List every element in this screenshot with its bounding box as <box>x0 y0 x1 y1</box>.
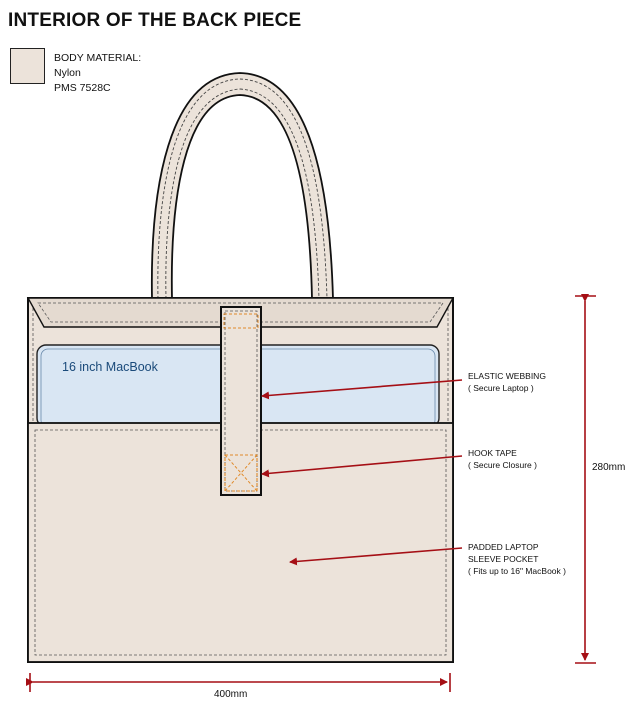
callout-elastic-webbing: ELASTIC WEBBING ( Secure Laptop ) <box>468 370 546 394</box>
callout-elastic-note: ( Secure Laptop ) <box>468 383 534 393</box>
width-label: 400mm <box>214 689 248 700</box>
pocket-arrow <box>289 547 463 566</box>
width-dimension <box>26 673 451 692</box>
height-label: 280mm <box>592 462 626 473</box>
material-heading: BODY MATERIAL: <box>54 52 142 64</box>
page-title: INTERIOR OF THE BACK PIECE <box>8 10 302 31</box>
material-legend: BODY MATERIAL: Nylon PMS 7528C <box>54 51 141 96</box>
elastic-webbing-strap <box>220 306 262 496</box>
callout-pocket-note: ( Fits up to 16" MacBook ) <box>468 566 566 576</box>
material-swatch <box>10 48 45 84</box>
elastic-arrow <box>261 379 463 400</box>
callout-pocket-title-1: PADDED LAPTOP <box>468 542 539 552</box>
height-dimension <box>575 294 596 664</box>
bag-handle <box>150 72 334 300</box>
material-name: Nylon <box>54 67 81 79</box>
callout-hook-title: HOOK TAPE <box>468 448 517 458</box>
callout-pocket-title-2: SLEEVE POCKET <box>468 554 539 564</box>
callout-hook-tape: HOOK TAPE ( Secure Closure ) <box>468 447 537 471</box>
callout-sleeve-pocket: PADDED LAPTOP SLEEVE POCKET ( Fits up to… <box>468 541 566 577</box>
hook-arrow <box>261 455 463 478</box>
callout-elastic-title: ELASTIC WEBBING <box>468 371 546 381</box>
laptop-label: 16 inch MacBook <box>62 360 158 374</box>
material-pms: PMS 7528C <box>54 82 111 94</box>
callout-hook-note: ( Secure Closure ) <box>468 460 537 470</box>
hook-tape <box>224 454 258 492</box>
